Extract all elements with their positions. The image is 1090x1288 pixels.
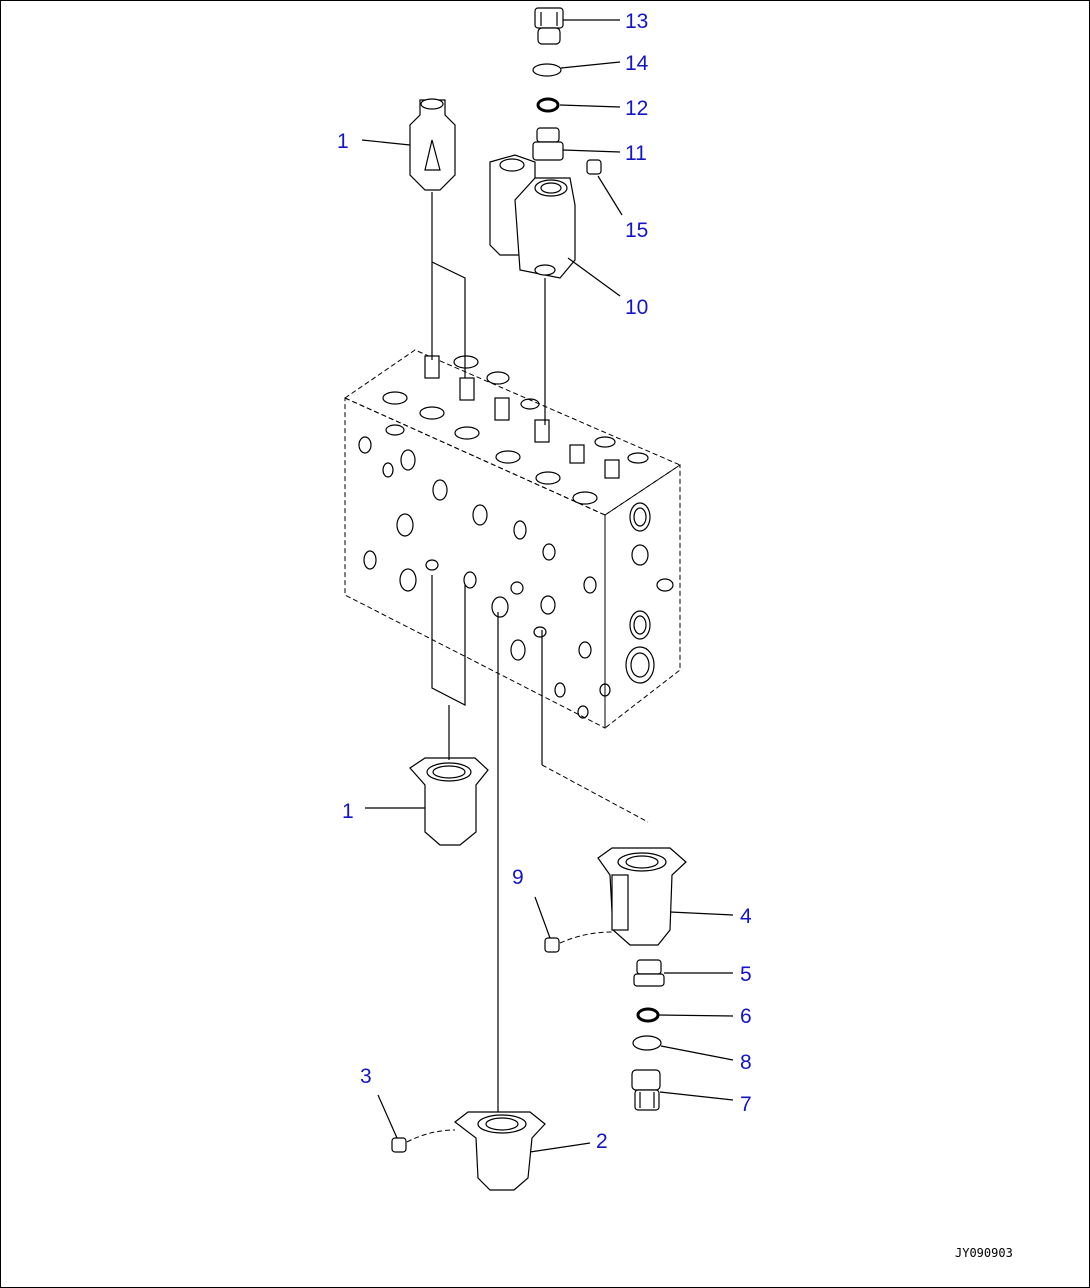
callout-labels: 13 14 12 1 11 15 10 1 9 4 5 6 8 7 3 2 [337,10,752,1153]
callout-14: 14 [625,52,649,75]
callout-5: 5 [740,963,752,986]
callout-3: 3 [360,1065,372,1088]
part-6-washer [636,1007,660,1023]
drawing-code: JY090903 [955,1246,1013,1260]
control-valve-block [343,349,682,730]
callout-13: 13 [625,10,648,33]
callout-9: 9 [512,866,524,889]
callout-2: 2 [596,1130,608,1153]
callout-4: 4 [740,905,752,928]
part-15-bolt [586,159,602,175]
part-4-cover [597,847,687,946]
part-8-o-ring [632,1035,662,1051]
part-2-cover [454,1111,546,1191]
callout-10: 10 [625,296,648,319]
part-5-fitting [633,959,665,987]
callout-6: 6 [740,1005,752,1028]
part-9-bolt [544,937,560,953]
part-10-valve-body [489,154,576,279]
part-11-plug [532,127,564,161]
callout-1-lower: 1 [342,800,354,823]
callout-7: 7 [740,1093,752,1116]
part-1-pilot-valve-upper [409,98,456,191]
part-7-fitting [631,1069,661,1111]
callout-1-upper: 1 [337,130,349,153]
part-3-bolt [391,1137,407,1153]
assembly-center-lines [431,192,649,1112]
part-12-washer [536,97,560,113]
callout-12: 12 [625,97,648,120]
part-1-cover-lower [409,757,489,846]
part-14-o-ring [532,63,562,77]
callout-11: 11 [625,142,647,165]
callout-15: 15 [625,219,648,242]
callout-8: 8 [740,1051,752,1074]
part-13-fitting [534,7,564,45]
